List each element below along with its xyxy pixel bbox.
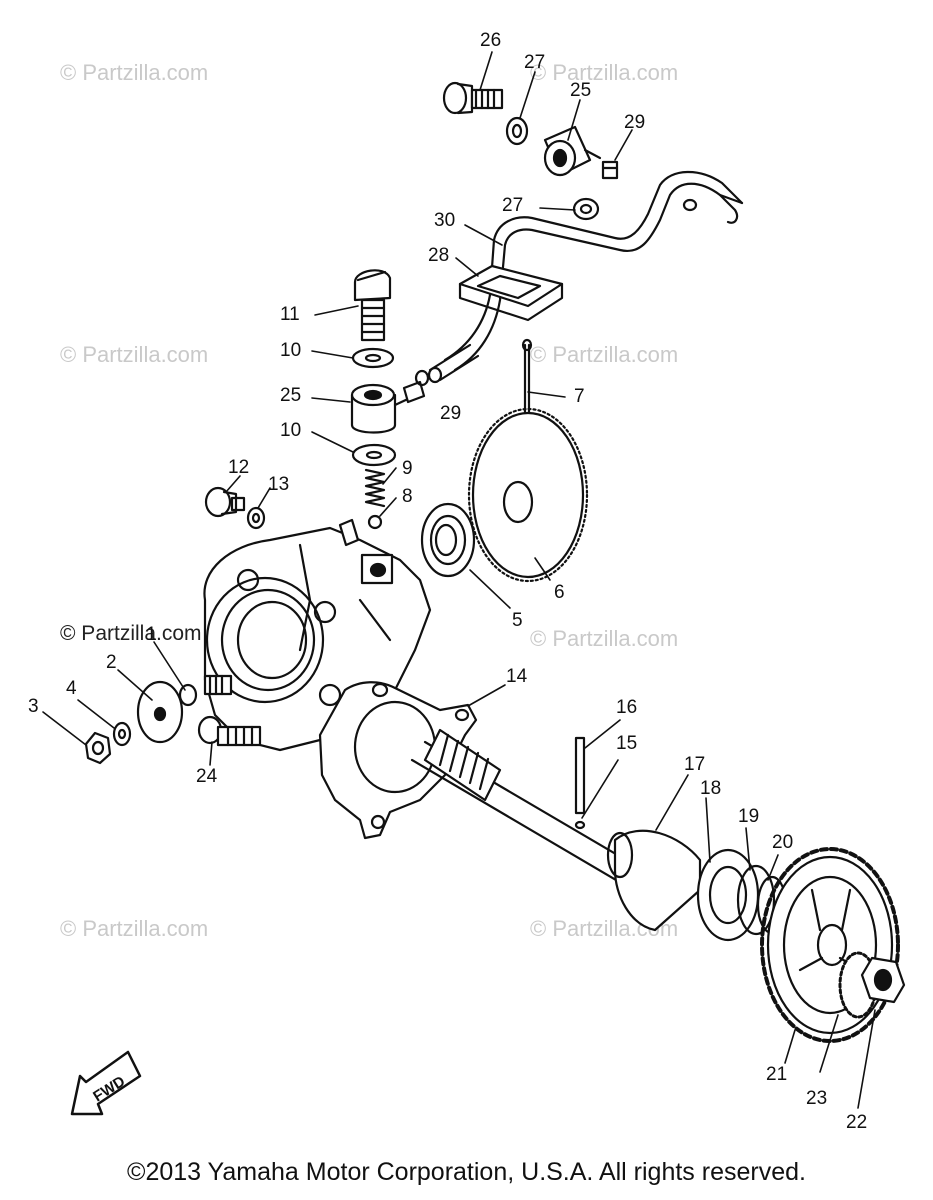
part-5-seal [420, 502, 476, 578]
callout-7: 7 [574, 386, 585, 407]
callout-29: 29 [624, 112, 646, 133]
callout-10-lower: 10 [280, 420, 302, 441]
part-26-bolt [442, 81, 504, 115]
part-19-clip [736, 864, 776, 936]
callout-24: 24 [196, 766, 218, 787]
watermark: © Partzilla.com [530, 626, 679, 651]
callout-22: 22 [846, 1112, 868, 1133]
callout-5: 5 [512, 610, 523, 631]
callout-14: 14 [506, 666, 528, 687]
part-10-washer-lower [351, 443, 397, 467]
part-27-washer [505, 116, 529, 146]
part-1-shaft-end [203, 674, 233, 696]
callout-27-lower: 27 [502, 195, 524, 216]
callout-18: 18 [700, 778, 722, 799]
watermark: © Partzilla.com [60, 60, 209, 85]
pump-shaft [410, 728, 662, 902]
copyright-notice: ©2013 Yamaha Motor Corporation, U.S.A. A… [127, 1158, 806, 1186]
part-15-hole [574, 820, 586, 830]
part-12-bolt [204, 486, 246, 518]
callout-11: 11 [280, 304, 300, 325]
part-13-washer [246, 506, 266, 530]
callout-3: 3 [28, 696, 39, 717]
part-10-washer [351, 347, 395, 369]
callout-10: 10 [280, 340, 302, 361]
part-3-nut [84, 731, 112, 765]
callout-19: 19 [738, 806, 760, 827]
callout-13: 13 [268, 474, 290, 495]
watermark: © Partzilla.com [60, 916, 209, 941]
part-6-gear [467, 407, 589, 583]
part-9-spring [364, 468, 386, 508]
callout-25: 25 [570, 80, 592, 101]
callout-30: 30 [434, 210, 456, 231]
part-16-pin [574, 736, 586, 815]
part-7-pin [521, 338, 533, 414]
watermark-dark: © Partzilla.com [60, 622, 202, 645]
callout-1: 1 [146, 624, 157, 645]
part-21-gear [760, 847, 900, 1043]
part-29-nut [601, 160, 619, 180]
part-27-washer-lower [572, 197, 600, 221]
part-8-ball [367, 514, 383, 530]
fwd-arrow: FWD [70, 1050, 142, 1116]
hose [427, 343, 480, 384]
leader-lines [42, 51, 876, 1109]
watermark: © Partzilla.com [530, 342, 679, 367]
callout-28: 28 [428, 245, 450, 266]
callout-2: 2 [106, 652, 117, 673]
part-22-nut [860, 956, 906, 1004]
callout-6: 6 [554, 582, 565, 603]
part-29-nut-mid [402, 369, 430, 404]
watermark: © Partzilla.com [60, 342, 209, 367]
callout-16: 16 [616, 697, 638, 718]
callout-12: 12 [228, 457, 250, 478]
part-30-pipe [443, 170, 744, 372]
part-4-washer [112, 721, 132, 747]
callout-4: 4 [66, 678, 77, 699]
part-2-plate [136, 680, 184, 744]
callout-21: 21 [766, 1064, 788, 1085]
callout-8: 8 [402, 486, 413, 507]
part-11-bolt [353, 269, 392, 342]
part-17-collar [606, 829, 702, 932]
part-14-gasket [318, 681, 478, 840]
callout-27: 27 [524, 52, 546, 73]
callout-20: 20 [772, 832, 794, 853]
part-28-grommet [458, 264, 564, 322]
callout-17: 17 [684, 754, 706, 775]
part-24-bolt [197, 715, 262, 747]
callout-23: 23 [806, 1088, 828, 1109]
callout-29-mid: 29 [440, 403, 462, 424]
part-25-banjo [543, 125, 602, 177]
part-1-oring [178, 683, 198, 707]
callout-9: 9 [402, 458, 413, 479]
callout-15: 15 [616, 733, 638, 754]
callout-26: 26 [480, 30, 502, 51]
part-25-banjo-mid [350, 383, 412, 434]
callout-25-mid: 25 [280, 385, 302, 406]
watermark: © Partzilla.com [530, 60, 679, 85]
